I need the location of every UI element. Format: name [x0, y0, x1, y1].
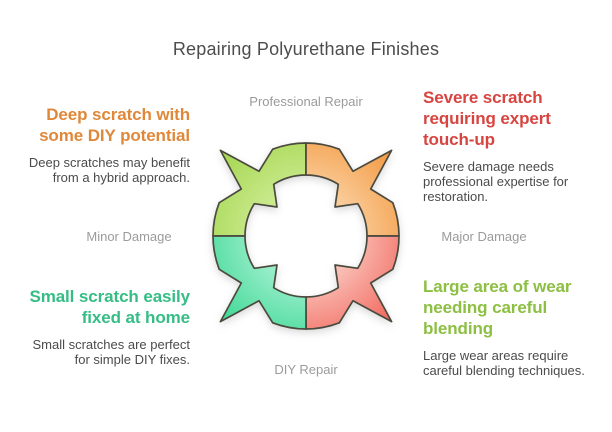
heading-large-wear: Large area of wear needing careful blend…: [423, 277, 572, 338]
heading-severe-scratch: Severe scratch requiring expert touch-up: [423, 88, 551, 149]
text-block-top-right: Severe scratch requiring expert touch-up…: [423, 87, 598, 204]
body-large-wear: Large wear areas require careful blendin…: [423, 348, 585, 378]
heading-small-scratch: Small scratch easily fixed at home: [29, 287, 190, 327]
text-block-bottom-left: Small scratch easily fixed at home Small…: [15, 286, 190, 367]
heading-deep-scratch: Deep scratch with some DIY potential: [39, 105, 190, 145]
cycle-label-minor-damage: Minor Damage: [86, 229, 172, 244]
cycle-arrow-bottom-right: [305, 235, 400, 330]
body-small-scratch: Small scratches are perfect for simple D…: [32, 337, 190, 367]
body-severe-scratch: Severe damage needs professional experti…: [423, 159, 569, 204]
cycle-label-major-damage: Major Damage: [441, 229, 527, 244]
text-block-top-left: Deep scratch with some DIY potential Dee…: [15, 104, 190, 185]
cycle-arrow-top-right: [305, 142, 400, 237]
page-title: Repairing Polyurethane Finishes: [172, 39, 440, 59]
cycle-label-professional-repair: Professional Repair: [249, 94, 363, 109]
cycle-label-diy-repair: DIY Repair: [274, 362, 338, 377]
body-deep-scratch: Deep scratches may benefit from a hybrid…: [28, 155, 190, 185]
cycle-arrow-bottom-left: [212, 235, 307, 330]
text-block-bottom-right: Large area of wear needing careful blend…: [423, 276, 598, 378]
cycle-arrow-top-left: [212, 142, 307, 237]
